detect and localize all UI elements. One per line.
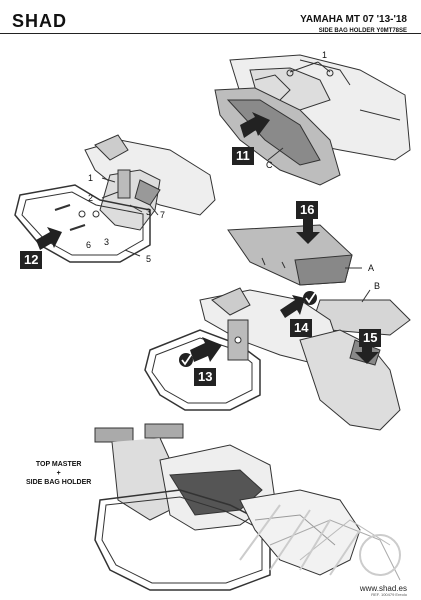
arrow-11 (240, 112, 270, 138)
step-badge-15: 15 (359, 329, 382, 347)
plate-and-seat-drawing (227, 224, 411, 336)
page-title: YAMAHA MT 07 '13-'18 (300, 14, 407, 25)
step-badge-14: 14 (290, 319, 313, 337)
rear-frame-drawing (214, 54, 411, 186)
part-label: B (374, 281, 381, 291)
caption-line: + (56, 470, 61, 477)
assembly-caption: TOP MASTER + SIDE BAG HOLDER (26, 460, 91, 487)
final-assembly-drawing (94, 423, 401, 591)
step-badge-13: 13 (194, 368, 217, 386)
arrow-12 (36, 227, 62, 250)
part-label: 5 (146, 254, 152, 264)
watermark-logo (239, 504, 401, 576)
check-icon (179, 353, 193, 367)
part-label: 3 (146, 207, 152, 217)
brand-logo: SHAD (12, 11, 68, 31)
part-label: 6 (86, 240, 92, 250)
caption-line: SIDE BAG HOLDER (26, 479, 92, 486)
bracket-frame-drawing (14, 134, 216, 263)
page-subtitle: SIDE BAG HOLDER Y0MT78SE (318, 28, 407, 34)
part-label: 2 (88, 193, 94, 203)
part-label: A (368, 263, 375, 273)
check-icon (303, 291, 317, 305)
step-badge-16: 16 (296, 201, 319, 219)
part-label: C (266, 160, 273, 170)
arrow-14 (280, 295, 305, 318)
part-label: 1 (322, 50, 328, 60)
arrow-15 (355, 343, 379, 364)
caption-line: TOP MASTER (35, 461, 82, 468)
part-label: 3 (104, 237, 110, 247)
step-badge-11: 11 (232, 147, 254, 165)
header-divider (0, 33, 421, 34)
website-link[interactable]: www.shad.es (359, 584, 407, 593)
part-label: 7 (160, 210, 166, 220)
arrow-16 (296, 218, 320, 244)
arrow-13 (190, 337, 222, 362)
reference-text: REF. 100479 Ereolo (371, 592, 407, 597)
step-badge-12: 12 (20, 251, 43, 269)
part-label: 1 (88, 173, 94, 183)
